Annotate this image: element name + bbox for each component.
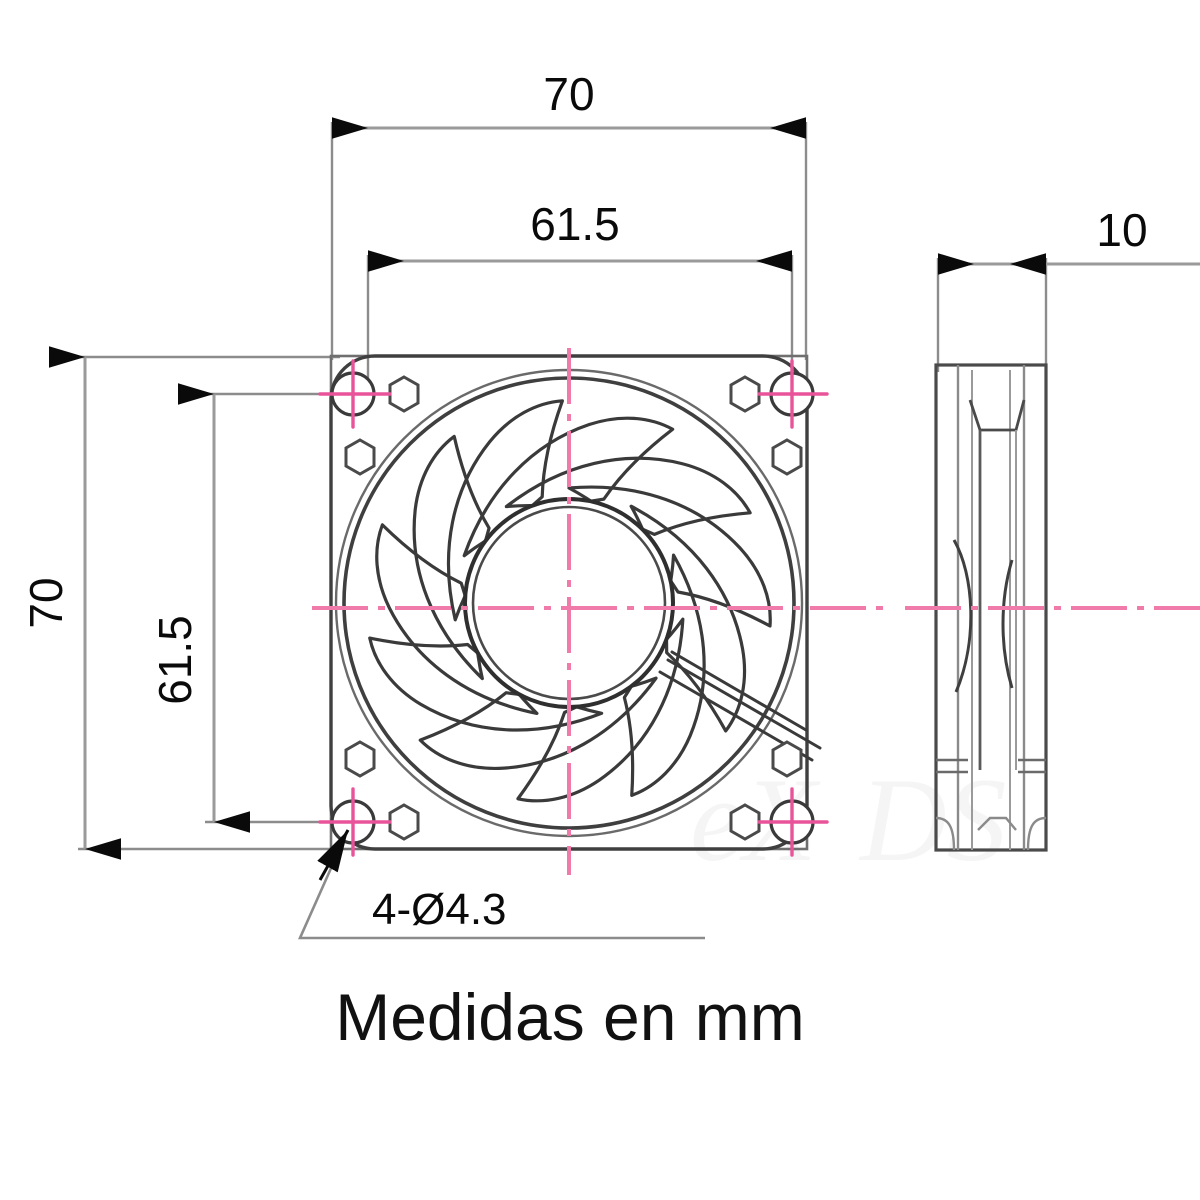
hex-hole-tr-b [771, 438, 803, 476]
hex-hole-br-b [729, 803, 761, 841]
hex-hole-tr-a [729, 375, 761, 413]
dim-label-left-height: 70 [20, 577, 72, 628]
dimension-left-height: 70 [20, 346, 340, 860]
hole-marker-br [757, 787, 829, 857]
hole-center-markers [318, 359, 829, 857]
dim-label-top-width: 70 [543, 68, 594, 120]
dim-label-side-thickness: 10 [1096, 204, 1147, 256]
hole-callout-label: 4-Ø4.3 [372, 885, 507, 934]
caption-medidas: Medidas en mm [335, 980, 805, 1054]
hex-vent-holes [344, 375, 803, 841]
hex-hole-br-a [771, 740, 803, 778]
dimension-left-pitch: 61.5 [149, 383, 380, 833]
centerlines-front [312, 348, 890, 875]
dimension-top-width: 70 [330, 68, 808, 360]
hole-marker-bl [318, 787, 392, 857]
hole-marker-tr [757, 359, 829, 429]
hole-marker-tl [318, 359, 392, 429]
dim-label-top-pitch: 61.5 [530, 198, 620, 250]
hex-hole-tl-b [344, 438, 376, 476]
dimension-top-pitch: 61.5 [366, 198, 794, 395]
dimension-side-thickness: 10 [936, 204, 1200, 372]
dim-label-left-pitch: 61.5 [149, 615, 201, 705]
hex-hole-bl-a [344, 740, 376, 778]
hex-hole-tl-a [388, 375, 420, 413]
svg-text:DS: DS [858, 753, 1007, 886]
hole-callout: 4-Ø4.3 [297, 829, 705, 940]
hex-hole-bl-b [388, 803, 420, 841]
